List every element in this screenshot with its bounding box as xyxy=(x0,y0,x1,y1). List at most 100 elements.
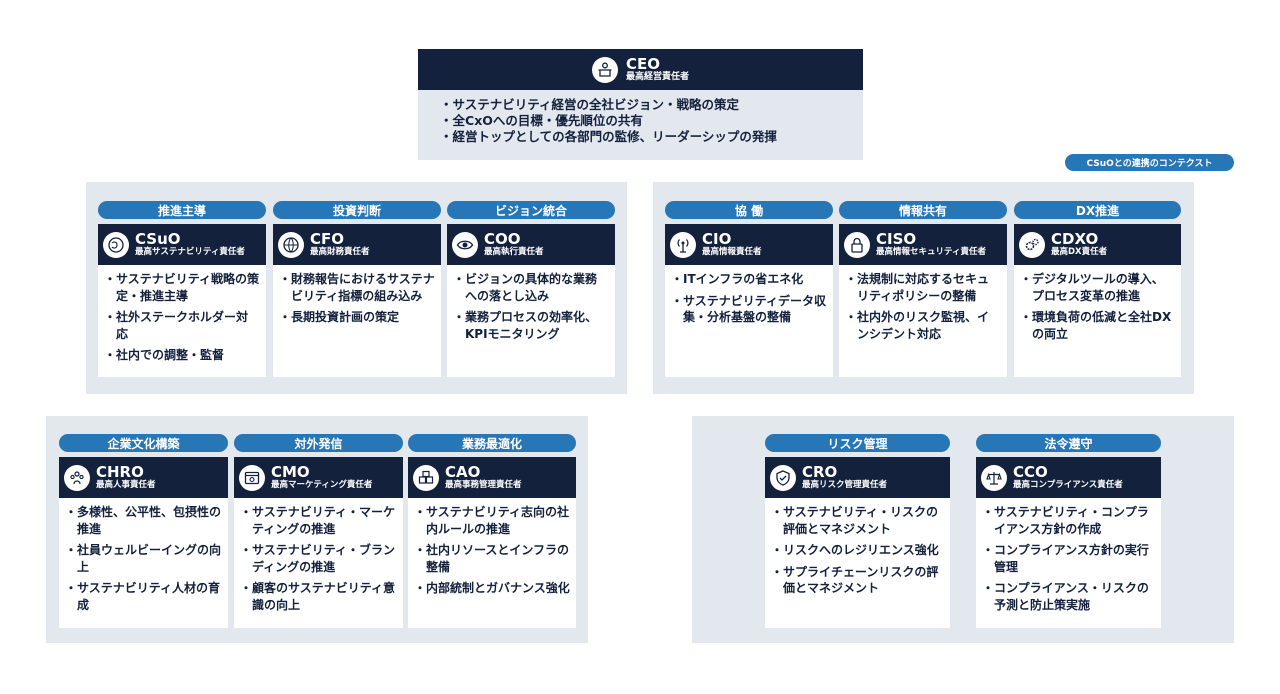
role-body-csuo: サステナビリティ戦略の策定・推進主導社外ステークホルダー対応社内での調整・監督 xyxy=(98,265,266,377)
role-responsibilities: サステナビリティ戦略の策定・推進主導社外ステークホルダー対応社内での調整・監督 xyxy=(104,271,260,364)
browser-icon xyxy=(239,464,265,491)
role-body-cro: サステナビリティ・リスクの評価とマネジメントリスクへのレジリエンス強化サプライチ… xyxy=(765,498,950,628)
role-title-cro: CRO xyxy=(802,462,838,481)
people-icon xyxy=(64,464,90,491)
role-title-cmo: CMO xyxy=(271,462,310,481)
role-subtitle-ciso: 最高情報セキュリティ責任者 xyxy=(876,247,986,258)
eye-icon xyxy=(452,231,478,258)
role-item: ITインフラの省エネ化 xyxy=(671,271,827,288)
role-item: 環境負荷の低減と全社DXの両立 xyxy=(1020,309,1175,342)
role-title-ciso: CISO xyxy=(876,229,917,248)
role-responsibilities: 財務報告におけるサステナビリティ指標の組み込み長期投資計画の策定 xyxy=(279,271,435,326)
ceo-title: CEO xyxy=(625,55,660,74)
role-title-cio: CIO xyxy=(702,229,732,248)
globe-dollar-icon xyxy=(278,231,304,258)
scales-icon xyxy=(981,464,1007,491)
role-title-csuo: CSuO xyxy=(135,229,181,248)
role-header-chro: CHRO 最高人事責任者 xyxy=(59,457,228,498)
context-label: CSuOとの連携のコンテクスト xyxy=(1065,154,1234,171)
ceo-subtitle: 最高経営責任者 xyxy=(625,71,689,82)
role-item: サステナビリティ志向の社内ルールの推進 xyxy=(414,504,570,537)
role-item: サステナビリティ・マーケティングの推進 xyxy=(240,504,397,537)
role-item: 内部統制とガバナンス強化 xyxy=(414,580,570,597)
role-item: サステナビリティデータ収集・分析基盤の整備 xyxy=(671,293,827,326)
role-card-cfo: 投資判断 CFO 最高財務責任者 財務報告におけるサステナビリティ指標の組み込み… xyxy=(273,201,441,377)
role-subtitle-cdxo: 最高DX責任者 xyxy=(1051,247,1108,258)
role-responsibilities: サステナビリティ・コンプライアンス方針の作成コンプライアンス方針の実行管理コンプ… xyxy=(982,504,1155,613)
role-subtitle-cao: 最高事務管理責任者 xyxy=(445,480,522,491)
role-body-cdxo: デジタルツールの導入、プロセス変革の推進環境負荷の低減と全社DXの両立 xyxy=(1014,265,1181,377)
role-header-cao: CAO 最高事務管理責任者 xyxy=(408,457,576,498)
role-header-cfo: CFO 最高財務責任者 xyxy=(273,224,441,265)
role-subtitle-cmo: 最高マーケティング責任者 xyxy=(271,480,373,491)
role-subtitle-cio: 最高情報責任者 xyxy=(702,247,762,258)
role-header-ciso: CISO 最高情報セキュリティ責任者 xyxy=(839,224,1007,265)
role-body-coo: ビジョンの具体的な業務への落とし込み業務プロセスの効率化、KPIモニタリング xyxy=(447,265,615,377)
role-card-cro: リスク管理 CRO 最高リスク管理責任者 サステナビリティ・リスクの評価とマネジ… xyxy=(765,434,950,628)
role-tag-cmo: 対外発信 xyxy=(234,434,403,452)
role-body-cio: ITインフラの省エネ化サステナビリティデータ収集・分析基盤の整備 xyxy=(665,265,833,377)
role-subtitle-csuo: 最高サステナビリティ責任者 xyxy=(135,247,245,258)
role-header-cro: CRO 最高リスク管理責任者 xyxy=(765,457,950,498)
role-card-cao: 業務最適化 CAO 最高事務管理責任者 サステナビリティ志向の社内ルールの推進社… xyxy=(408,434,576,628)
role-header-cio: CIO 最高情報責任者 xyxy=(665,224,833,265)
ceo-item: サステナビリティ経営の全社ビジョン・戦略の策定 xyxy=(440,97,863,113)
role-item: 法規制に対応するセキュリティポリシーの整備 xyxy=(845,271,1001,304)
role-body-chro: 多様性、公平性、包摂性の推進社員ウェルビーイングの向上サステナビリティ人材の育成 xyxy=(59,498,228,628)
role-tag-cio: 協 働 xyxy=(665,201,833,219)
role-item: サステナビリティ人材の育成 xyxy=(65,580,222,613)
gears-icon xyxy=(1019,231,1045,258)
role-header-coo: COO 最高執行責任者 xyxy=(447,224,615,265)
role-subtitle-cfo: 最高財務責任者 xyxy=(310,247,370,258)
role-item: サステナビリティ・ブランディングの推進 xyxy=(240,542,397,575)
globe-leaf-icon xyxy=(103,231,129,258)
role-responsibilities: デジタルツールの導入、プロセス変革の推進環境負荷の低減と全社DXの両立 xyxy=(1020,271,1175,342)
role-card-cdxo: DX推進 CDXO 最高DX責任者 デジタルツールの導入、プロセス変革の推進環境… xyxy=(1014,201,1181,377)
role-body-cao: サステナビリティ志向の社内ルールの推進社内リソースとインフラの整備内部統制とガバ… xyxy=(408,498,576,628)
role-title-coo: COO xyxy=(484,229,521,248)
role-item: 多様性、公平性、包摂性の推進 xyxy=(65,504,222,537)
role-card-coo: ビジョン統合 COO 最高執行責任者 ビジョンの具体的な業務への落とし込み業務プ… xyxy=(447,201,615,377)
role-item: サステナビリティ・コンプライアンス方針の作成 xyxy=(982,504,1155,537)
role-card-cco: 法令遵守 CCO 最高コンプライアンス責任者 サステナビリティ・コンプライアンス… xyxy=(976,434,1161,628)
role-card-chro: 企業文化構築 CHRO 最高人事責任者 多様性、公平性、包摂性の推進社員ウェルビ… xyxy=(59,434,228,628)
role-item: 社内での調整・監督 xyxy=(104,347,260,364)
role-subtitle-chro: 最高人事責任者 xyxy=(96,480,156,491)
role-tag-csuo: 推進主導 xyxy=(98,201,266,219)
role-item: 財務報告におけるサステナビリティ指標の組み込み xyxy=(279,271,435,304)
role-item: サステナビリティ戦略の策定・推進主導 xyxy=(104,271,260,304)
role-title-cco: CCO xyxy=(1013,462,1048,481)
role-card-cmo: 対外発信 CMO 最高マーケティング責任者 サステナビリティ・マーケティングの推… xyxy=(234,434,403,628)
role-tag-cao: 業務最適化 xyxy=(408,434,576,452)
role-subtitle-cco: 最高コンプライアンス責任者 xyxy=(1013,480,1123,491)
role-title-cdxo: CDXO xyxy=(1051,229,1099,248)
role-item: 長期投資計画の策定 xyxy=(279,309,435,326)
role-responsibilities: 多様性、公平性、包摂性の推進社員ウェルビーイングの向上サステナビリティ人材の育成 xyxy=(65,504,222,613)
role-item: 業務プロセスの効率化、KPIモニタリング xyxy=(453,309,609,342)
boxes-icon xyxy=(413,464,439,491)
role-responsibilities: 法規制に対応するセキュリティポリシーの整備社内外のリスク監視、インシデント対応 xyxy=(845,271,1001,342)
role-item: 社員ウェルビーイングの向上 xyxy=(65,542,222,575)
role-tag-cco: 法令遵守 xyxy=(976,434,1161,452)
podium-speaker-icon xyxy=(591,56,618,83)
role-tag-ciso: 情報共有 xyxy=(839,201,1007,219)
role-item: 顧客のサステナビリティ意識の向上 xyxy=(240,580,397,613)
role-subtitle-cro: 最高リスク管理責任者 xyxy=(802,480,888,491)
role-body-cco: サステナビリティ・コンプライアンス方針の作成コンプライアンス方針の実行管理コンプ… xyxy=(976,498,1161,628)
role-tag-cdxo: DX推進 xyxy=(1014,201,1181,219)
ceo-box: CEO 最高経営責任者 サステナビリティ経営の全社ビジョン・戦略の策定 全CxO… xyxy=(418,49,863,160)
role-card-cio: 協 働 CIO 最高情報責任者 ITインフラの省エネ化サステナビリティデータ収集… xyxy=(665,201,833,377)
role-header-csuo: CSuO 最高サステナビリティ責任者 xyxy=(98,224,266,265)
ceo-item: 経営トップとしての各部門の監修、リーダーシップの発揮 xyxy=(440,129,863,145)
role-responsibilities: サステナビリティ・マーケティングの推進サステナビリティ・ブランディングの推進顧客… xyxy=(240,504,397,613)
role-responsibilities: サステナビリティ・リスクの評価とマネジメントリスクへのレジリエンス強化サプライチ… xyxy=(771,504,944,597)
role-responsibilities: ITインフラの省エネ化サステナビリティデータ収集・分析基盤の整備 xyxy=(671,271,827,326)
role-item: リスクへのレジリエンス強化 xyxy=(771,542,944,559)
role-header-cmo: CMO 最高マーケティング責任者 xyxy=(234,457,403,498)
role-item: サプライチェーンリスクの評価とマネジメント xyxy=(771,564,944,597)
role-body-ciso: 法規制に対応するセキュリティポリシーの整備社内外のリスク監視、インシデント対応 xyxy=(839,265,1007,377)
role-item: サステナビリティ・リスクの評価とマネジメント xyxy=(771,504,944,537)
lock-icon xyxy=(844,231,870,258)
ceo-item: 全CxOへの目標・優先順位の共有 xyxy=(440,113,863,129)
role-tag-cro: リスク管理 xyxy=(765,434,950,452)
